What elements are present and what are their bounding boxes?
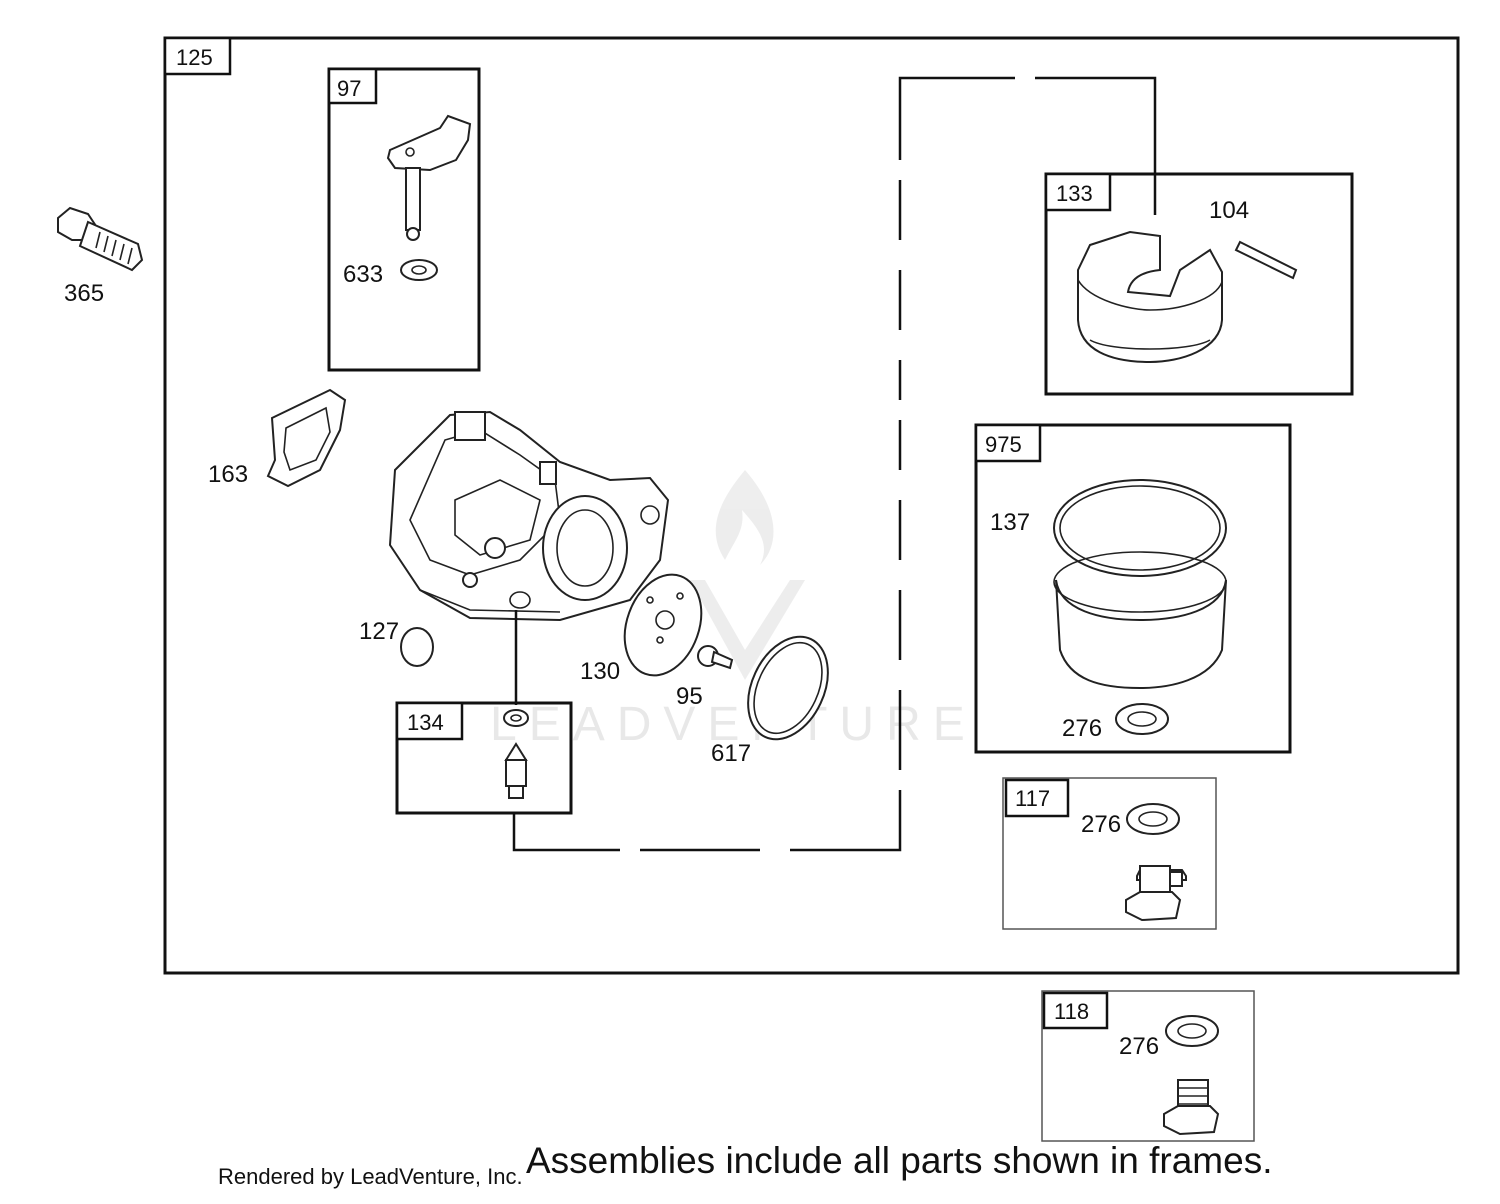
frame-117-label: 117 bbox=[1015, 786, 1050, 811]
washer-276-117 bbox=[1126, 803, 1180, 835]
float-pin-104 bbox=[1234, 240, 1298, 280]
bolt-365 bbox=[57, 206, 144, 272]
connector-line-bottom bbox=[512, 790, 902, 852]
needle-valve-134 bbox=[503, 709, 529, 799]
part-label-276-b: 276 bbox=[1081, 811, 1121, 838]
part-label-365: 365 bbox=[64, 280, 104, 307]
frame-125-tag bbox=[163, 36, 232, 76]
frame-118 bbox=[1041, 990, 1255, 1142]
part-label-104: 104 bbox=[1209, 197, 1249, 224]
frame-117-tag bbox=[1004, 778, 1070, 818]
part-label-163: 163 bbox=[208, 461, 248, 488]
frame-975 bbox=[974, 423, 1292, 754]
washer-276-975 bbox=[1115, 703, 1169, 735]
footer-credit: Rendered by LeadVenture, Inc. bbox=[218, 1164, 523, 1189]
part-label-95: 95 bbox=[676, 683, 703, 710]
frame-975-tag bbox=[974, 423, 1042, 463]
fuel-bowl-137 bbox=[1053, 479, 1227, 690]
part-label-617: 617 bbox=[711, 740, 751, 767]
carburetor-body bbox=[388, 410, 670, 622]
watermark-text: LEADVENTURE bbox=[490, 698, 977, 751]
frame-134-label: 134 bbox=[407, 710, 444, 735]
frame-125-label: 125 bbox=[176, 45, 213, 70]
diaphragm-130 bbox=[623, 573, 703, 677]
part-label-633: 633 bbox=[343, 261, 383, 288]
frame-118-tag bbox=[1042, 991, 1109, 1030]
frame-133 bbox=[1044, 172, 1354, 396]
frame-97-label: 97 bbox=[337, 76, 361, 101]
connector-line-right bbox=[898, 76, 1157, 770]
frame-133-label: 133 bbox=[1056, 181, 1093, 206]
watermark: LEADVENTURE bbox=[490, 470, 977, 751]
bowl-nut-118 bbox=[1163, 1079, 1220, 1136]
welch-plug-127 bbox=[400, 627, 434, 667]
frame-117 bbox=[1002, 777, 1217, 930]
part-label-276-a: 276 bbox=[1062, 715, 1102, 742]
part-label-130: 130 bbox=[580, 658, 620, 685]
frame-118-label: 118 bbox=[1054, 999, 1089, 1024]
float-133 bbox=[1077, 230, 1223, 364]
frame-134-tag bbox=[395, 701, 464, 741]
frame-125 bbox=[163, 36, 1460, 975]
part-label-137: 137 bbox=[990, 509, 1030, 536]
screw-95 bbox=[697, 645, 734, 670]
frame-133-tag bbox=[1044, 172, 1112, 212]
choke-shaft-97 bbox=[386, 114, 472, 241]
part-label-276-c: 276 bbox=[1119, 1033, 1159, 1060]
frame-975-label: 975 bbox=[985, 432, 1022, 457]
footer-note: Assemblies include all parts shown in fr… bbox=[526, 1140, 1273, 1181]
bowl-nut-117 bbox=[1125, 865, 1187, 922]
part-label-127: 127 bbox=[359, 618, 399, 645]
frame-134 bbox=[395, 701, 573, 815]
gasket-163 bbox=[266, 388, 347, 488]
frame-97-tag bbox=[327, 67, 378, 105]
seal-633 bbox=[400, 259, 438, 281]
frame-97 bbox=[327, 67, 481, 372]
washer-276-118 bbox=[1165, 1015, 1219, 1047]
